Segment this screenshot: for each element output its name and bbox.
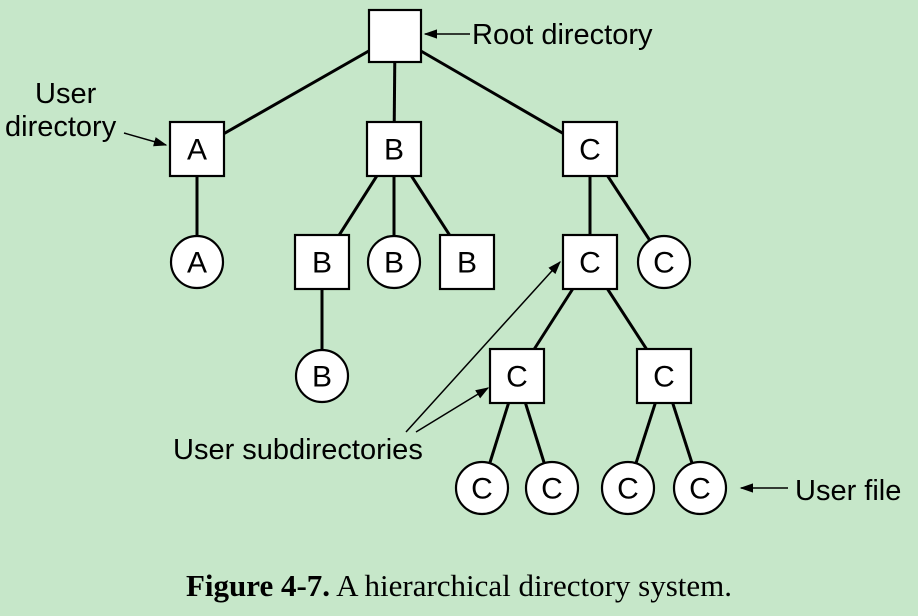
- figure-caption: Figure 4-7. A hierarchical directory sys…: [0, 568, 918, 604]
- figure-number: Figure 4-7.: [185, 568, 331, 603]
- directory-node-root: [367, 8, 423, 64]
- file-node-b-file: B: [366, 234, 422, 290]
- tree-nodes: A B C A B B B B C C C C C C C C: [168, 8, 728, 516]
- node-label: C: [653, 361, 675, 394]
- node-label: A: [187, 247, 207, 280]
- subdirectory-pointer-arrow-lower: [415, 387, 490, 433]
- node-label: C: [506, 361, 528, 394]
- node-label: A: [187, 134, 207, 167]
- directory-box: [635, 347, 693, 405]
- directory-box: [365, 120, 423, 178]
- node-label: C: [653, 247, 675, 280]
- user-directory-label-line2: directory: [5, 111, 117, 143]
- file-node-a-file: A: [169, 234, 225, 290]
- directory-box: [561, 120, 619, 178]
- directory-tree-diagram: A B C A B B B B C C C C C C C C Root directory User dir…: [5, 8, 901, 516]
- directory-node-b-sub: B: [293, 233, 351, 291]
- file-node-b-sub-file: B: [294, 348, 350, 404]
- file-circle: [294, 348, 350, 404]
- directory-node-c-sub-left: C: [488, 347, 546, 405]
- node-label: C: [541, 473, 563, 506]
- figure-caption-text: A hierarchical directory system.: [336, 568, 733, 603]
- file-circle: [600, 460, 656, 516]
- directory-box: [367, 8, 423, 64]
- file-circle: [672, 460, 728, 516]
- node-label: C: [579, 134, 601, 167]
- node-label: C: [689, 473, 711, 506]
- file-circle: [169, 234, 225, 290]
- user-directory-pointer-arrow: [123, 132, 168, 147]
- directory-box: [488, 347, 546, 405]
- edge-root-to-c_dir: [394, 34, 591, 151]
- directory-node-b-dir: B: [365, 120, 423, 178]
- node-label: C: [617, 473, 639, 506]
- node-label: B: [384, 247, 404, 280]
- file-node-c-file-1: C: [454, 460, 510, 516]
- file-circle: [636, 234, 692, 290]
- user-directory-label-line1: User: [35, 78, 97, 110]
- file-node-c-file-3: C: [600, 460, 656, 516]
- edge-root-to-a_dir: [196, 34, 396, 151]
- subdirectory-pointer-arrow-upper: [405, 260, 561, 433]
- node-label: C: [579, 247, 601, 280]
- node-label: B: [312, 361, 332, 394]
- user-subdirectories-label: User subdirectories: [173, 434, 423, 466]
- node-label: B: [457, 247, 477, 280]
- node-label: B: [312, 247, 332, 280]
- node-label: C: [471, 473, 493, 506]
- file-node-c-file: C: [636, 234, 692, 290]
- directory-box: [561, 233, 619, 291]
- directory-node-c-sub: C: [561, 233, 619, 291]
- file-circle: [366, 234, 422, 290]
- user-file-label: User file: [795, 475, 901, 507]
- node-label: B: [384, 134, 404, 167]
- directory-box: [168, 120, 226, 178]
- root-directory-label: Root directory: [472, 19, 653, 51]
- directory-node-c-dir: C: [561, 120, 619, 178]
- file-node-c-file-4: C: [672, 460, 728, 516]
- file-circle: [524, 460, 580, 516]
- directory-node-b-sub2: B: [438, 233, 496, 291]
- directory-node-a-dir: A: [168, 120, 226, 178]
- annotation-arrows: [123, 29, 788, 493]
- directory-node-c-sub-right: C: [635, 347, 693, 405]
- directory-box: [293, 233, 351, 291]
- file-circle: [454, 460, 510, 516]
- directory-box: [438, 233, 496, 291]
- file-node-c-file-2: C: [524, 460, 580, 516]
